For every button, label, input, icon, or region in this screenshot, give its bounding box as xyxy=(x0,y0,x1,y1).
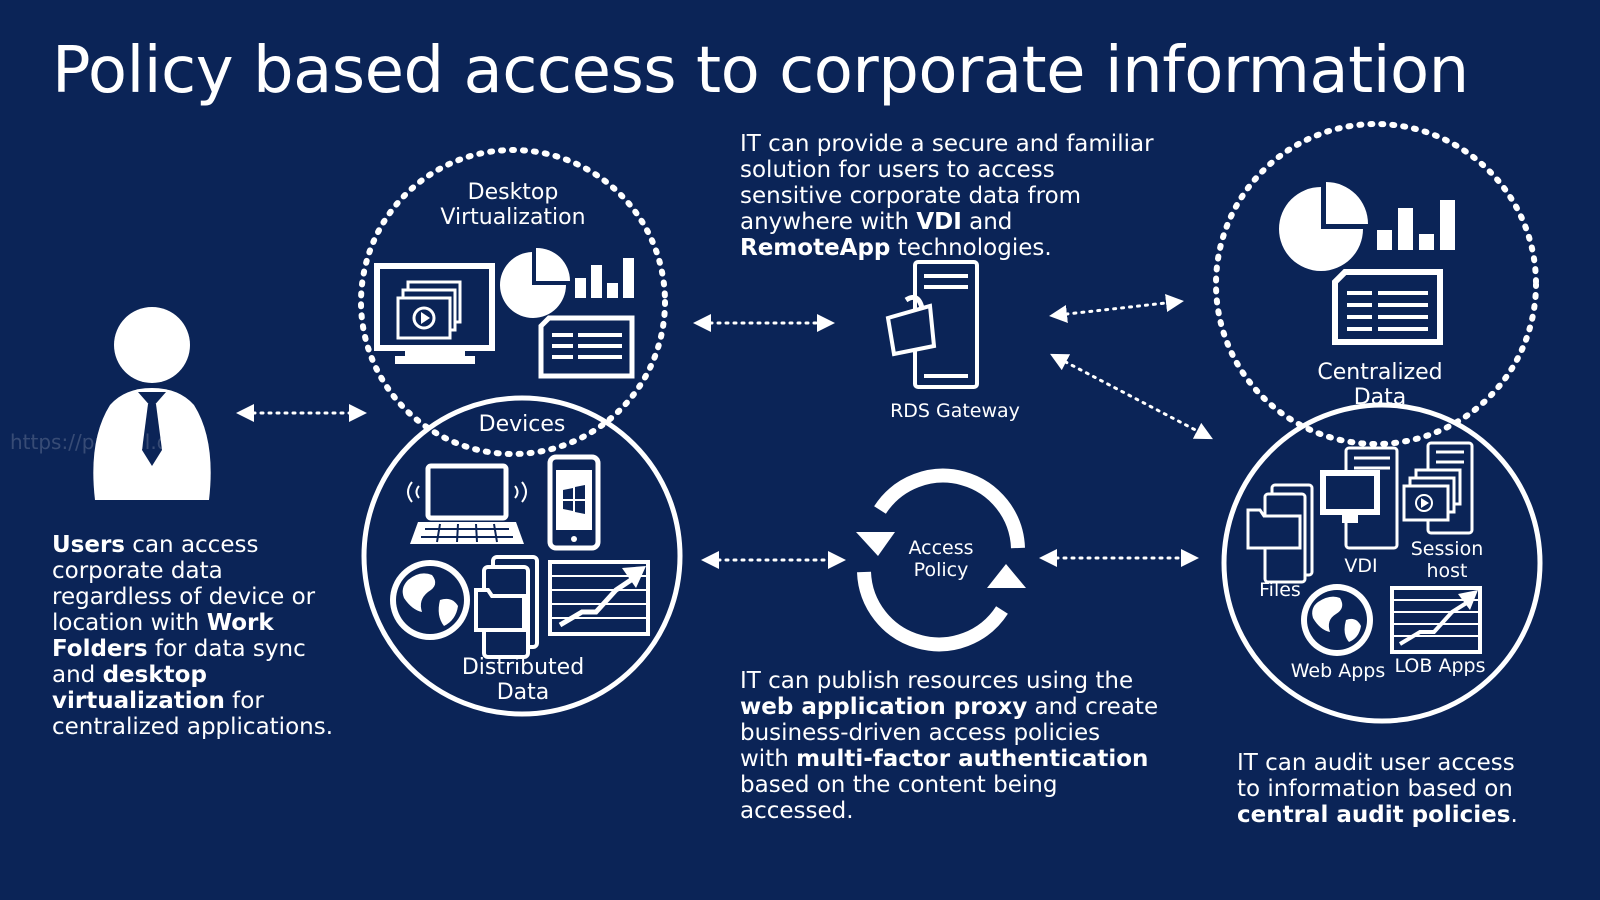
vdi-label: VDI xyxy=(1344,555,1378,577)
centralized-data-circle xyxy=(1213,121,1539,447)
user-icon xyxy=(93,307,211,500)
lob-apps-label: LOB Apps xyxy=(1394,655,1486,677)
phone-icon xyxy=(547,454,601,551)
users-bold: Users xyxy=(52,532,125,558)
users-description: Users can access corporate data regardle… xyxy=(52,532,334,740)
lock-icon xyxy=(885,294,937,357)
vdi-description: IT can provide a secure and familiar sol… xyxy=(740,131,1154,261)
page-title: Policy based access to corporate informa… xyxy=(52,34,1469,108)
files-icon-apps xyxy=(1246,483,1314,584)
bar-chart-icon xyxy=(575,258,634,298)
monitor-icon xyxy=(374,263,495,364)
globe-icon-apps xyxy=(1301,584,1373,656)
trend-chart-icon xyxy=(548,560,650,636)
session-host-icon xyxy=(1402,441,1474,535)
devices-circle xyxy=(361,395,683,717)
audit-description: IT can audit user access to information … xyxy=(1237,750,1518,828)
apps-circle xyxy=(1221,402,1543,724)
publish-description: IT can publish resources using the web a… xyxy=(740,668,1159,824)
files-icon xyxy=(474,555,539,659)
document-icon-central xyxy=(1332,269,1443,345)
rds-gateway-label: RDS Gateway xyxy=(890,400,1020,422)
connector-rds-apps xyxy=(1050,353,1213,440)
pie-chart-icon xyxy=(500,247,570,318)
desktop-virtualization-label: Desktop Virtualization xyxy=(440,180,586,230)
connector-rds-centralized xyxy=(1049,294,1184,323)
globe-icon xyxy=(390,560,470,640)
vdi-monitor-icon xyxy=(1320,446,1399,550)
trend-chart-icon-apps xyxy=(1390,586,1482,654)
laptop-icon xyxy=(407,463,527,544)
access-policy-label: Access Policy xyxy=(908,537,974,581)
refresh-cycle-icon xyxy=(856,468,1026,652)
session-host-label: Session host xyxy=(1410,538,1484,582)
desktop-virtualization-circle xyxy=(358,147,668,457)
devices-label: Devices xyxy=(478,412,566,437)
files-label: Files xyxy=(1259,579,1301,601)
centralized-data-label: Centralized Data xyxy=(1317,360,1443,404)
web-apps-label: Web Apps xyxy=(1290,660,1386,682)
pie-chart-icon-central xyxy=(1279,182,1368,271)
document-icon xyxy=(538,315,635,379)
distributed-data-label: Distributed Data xyxy=(461,655,585,705)
bar-chart-icon-central xyxy=(1377,200,1455,250)
watermark-text: https://pptpkll.de xyxy=(10,430,182,454)
